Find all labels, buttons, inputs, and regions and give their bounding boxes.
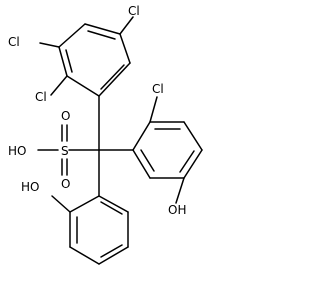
bond	[175, 177, 185, 204]
bond	[51, 195, 71, 213]
chlorine-label-upper-left: Cl	[8, 35, 20, 49]
hydroxyl-label-lower-left: HO	[21, 180, 39, 194]
oxygen-label-top: O	[61, 109, 70, 123]
double-bond	[179, 150, 195, 173]
bond	[149, 96, 158, 123]
bond	[69, 246, 100, 265]
chlorine-label-left: Cl	[35, 90, 47, 104]
bond	[58, 23, 86, 48]
double-bond	[100, 201, 123, 215]
double-bond	[65, 49, 73, 73]
chlorohydroxyphenyl-ring	[132, 96, 203, 204]
chlorine-label-top: Cl	[128, 4, 140, 18]
sulfur-label: S	[61, 144, 69, 158]
bond	[119, 16, 134, 35]
bond	[183, 149, 203, 179]
bond	[66, 75, 100, 97]
bond	[50, 75, 68, 96]
bond	[132, 149, 151, 179]
bond	[39, 42, 60, 48]
bond	[69, 195, 100, 213]
hydroxyphenyl-ring	[51, 195, 129, 265]
sulfonic-acid-group	[37, 124, 68, 176]
hydroxyl-label-right: OH	[168, 203, 186, 217]
double-bond	[87, 30, 116, 40]
double-bond	[100, 64, 125, 90]
bond	[58, 46, 68, 77]
bond	[119, 33, 131, 64]
bond	[183, 121, 203, 151]
hydroxyl-label-left: HO	[8, 144, 26, 158]
bond	[98, 62, 131, 97]
bond	[98, 246, 129, 265]
bond	[98, 195, 129, 213]
double-bond	[100, 244, 123, 258]
bond	[84, 23, 121, 35]
trichlorophenyl-ring	[39, 16, 134, 97]
bond	[132, 121, 151, 151]
central-linkages	[68, 95, 134, 197]
chemical-structure-diagram: Cl Cl Cl Cl HO S O O HO OH	[8, 4, 203, 265]
chlorine-label-right: Cl	[152, 82, 164, 96]
double-bond	[140, 149, 155, 172]
oxygen-label-bottom: O	[61, 177, 70, 191]
